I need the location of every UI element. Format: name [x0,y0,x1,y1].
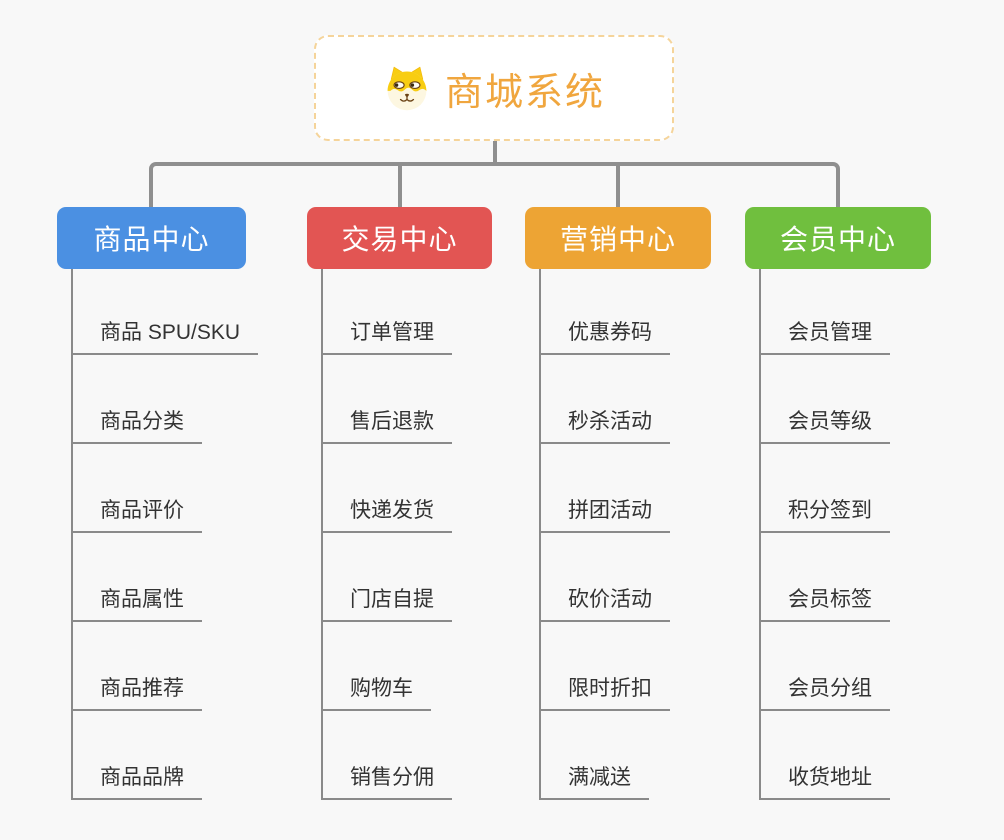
topic-node[interactable]: 会员分组 [761,675,890,711]
connector-bus [149,162,840,207]
branch-children: 会员管理 会员等级 积分签到 会员标签 会员分组 收货地址 [759,269,931,800]
connector-branch2-stub [398,166,402,207]
topic-node[interactable]: 商品分类 [73,408,202,444]
topic-node[interactable]: 会员管理 [761,319,890,355]
branch-children: 商品 SPU/SKU 商品分类 商品评价 商品属性 商品推荐 商品品牌 [71,269,259,800]
connector-branch3-stub [616,166,620,207]
branch-node-marketing-center[interactable]: 营销中心 [525,207,711,269]
branch-children: 优惠券码 秒杀活动 拼团活动 砍价活动 限时折扣 满减送 [539,269,711,800]
topic-node[interactable]: 商品评价 [73,497,202,533]
topic-node[interactable]: 商品属性 [73,586,202,622]
root-title: 商城系统 [444,71,605,114]
branch-marketing-center: 营销中心 优惠券码 秒杀活动 拼团活动 砍价活动 限时折扣 满减送 [525,207,711,800]
connector-root-stub [493,141,497,162]
dog-face-icon [383,65,431,111]
branch-node-product-center[interactable]: 商品中心 [57,207,246,269]
topic-node[interactable]: 商品推荐 [73,675,202,711]
branch-node-member-center[interactable]: 会员中心 [745,207,931,269]
topic-node[interactable]: 购物车 [323,675,431,711]
topic-node[interactable]: 限时折扣 [541,675,670,711]
root-node[interactable]: 商城系统 [314,35,674,141]
branch-product-center: 商品中心 商品 SPU/SKU 商品分类 商品评价 商品属性 商品推荐 商品品牌 [57,207,259,800]
topic-node[interactable]: 商品品牌 [73,764,202,800]
topic-node[interactable]: 快递发货 [323,497,452,533]
topic-node[interactable]: 会员等级 [761,408,890,444]
topic-node[interactable]: 收货地址 [761,764,890,800]
topic-node[interactable]: 商品 SPU/SKU [73,319,259,355]
topic-node[interactable]: 售后退款 [323,408,452,444]
branch-node-trade-center[interactable]: 交易中心 [307,207,492,269]
topic-node[interactable]: 秒杀活动 [541,408,670,444]
branch-children: 订单管理 售后退款 快递发货 门店自提 购物车 销售分佣 [321,269,492,800]
topic-node[interactable]: 拼团活动 [541,497,670,533]
topic-node[interactable]: 满减送 [541,764,649,800]
branch-member-center: 会员中心 会员管理 会员等级 积分签到 会员标签 会员分组 收货地址 [745,207,931,800]
topic-node[interactable]: 门店自提 [323,586,452,622]
topic-node[interactable]: 砍价活动 [541,586,670,622]
branch-trade-center: 交易中心 订单管理 售后退款 快递发货 门店自提 购物车 销售分佣 [307,207,492,800]
topic-node[interactable]: 会员标签 [761,586,890,622]
topic-node[interactable]: 积分签到 [761,497,890,533]
topic-node[interactable]: 订单管理 [323,319,452,355]
topic-node[interactable]: 优惠券码 [541,319,670,355]
topic-node[interactable]: 销售分佣 [323,764,452,800]
